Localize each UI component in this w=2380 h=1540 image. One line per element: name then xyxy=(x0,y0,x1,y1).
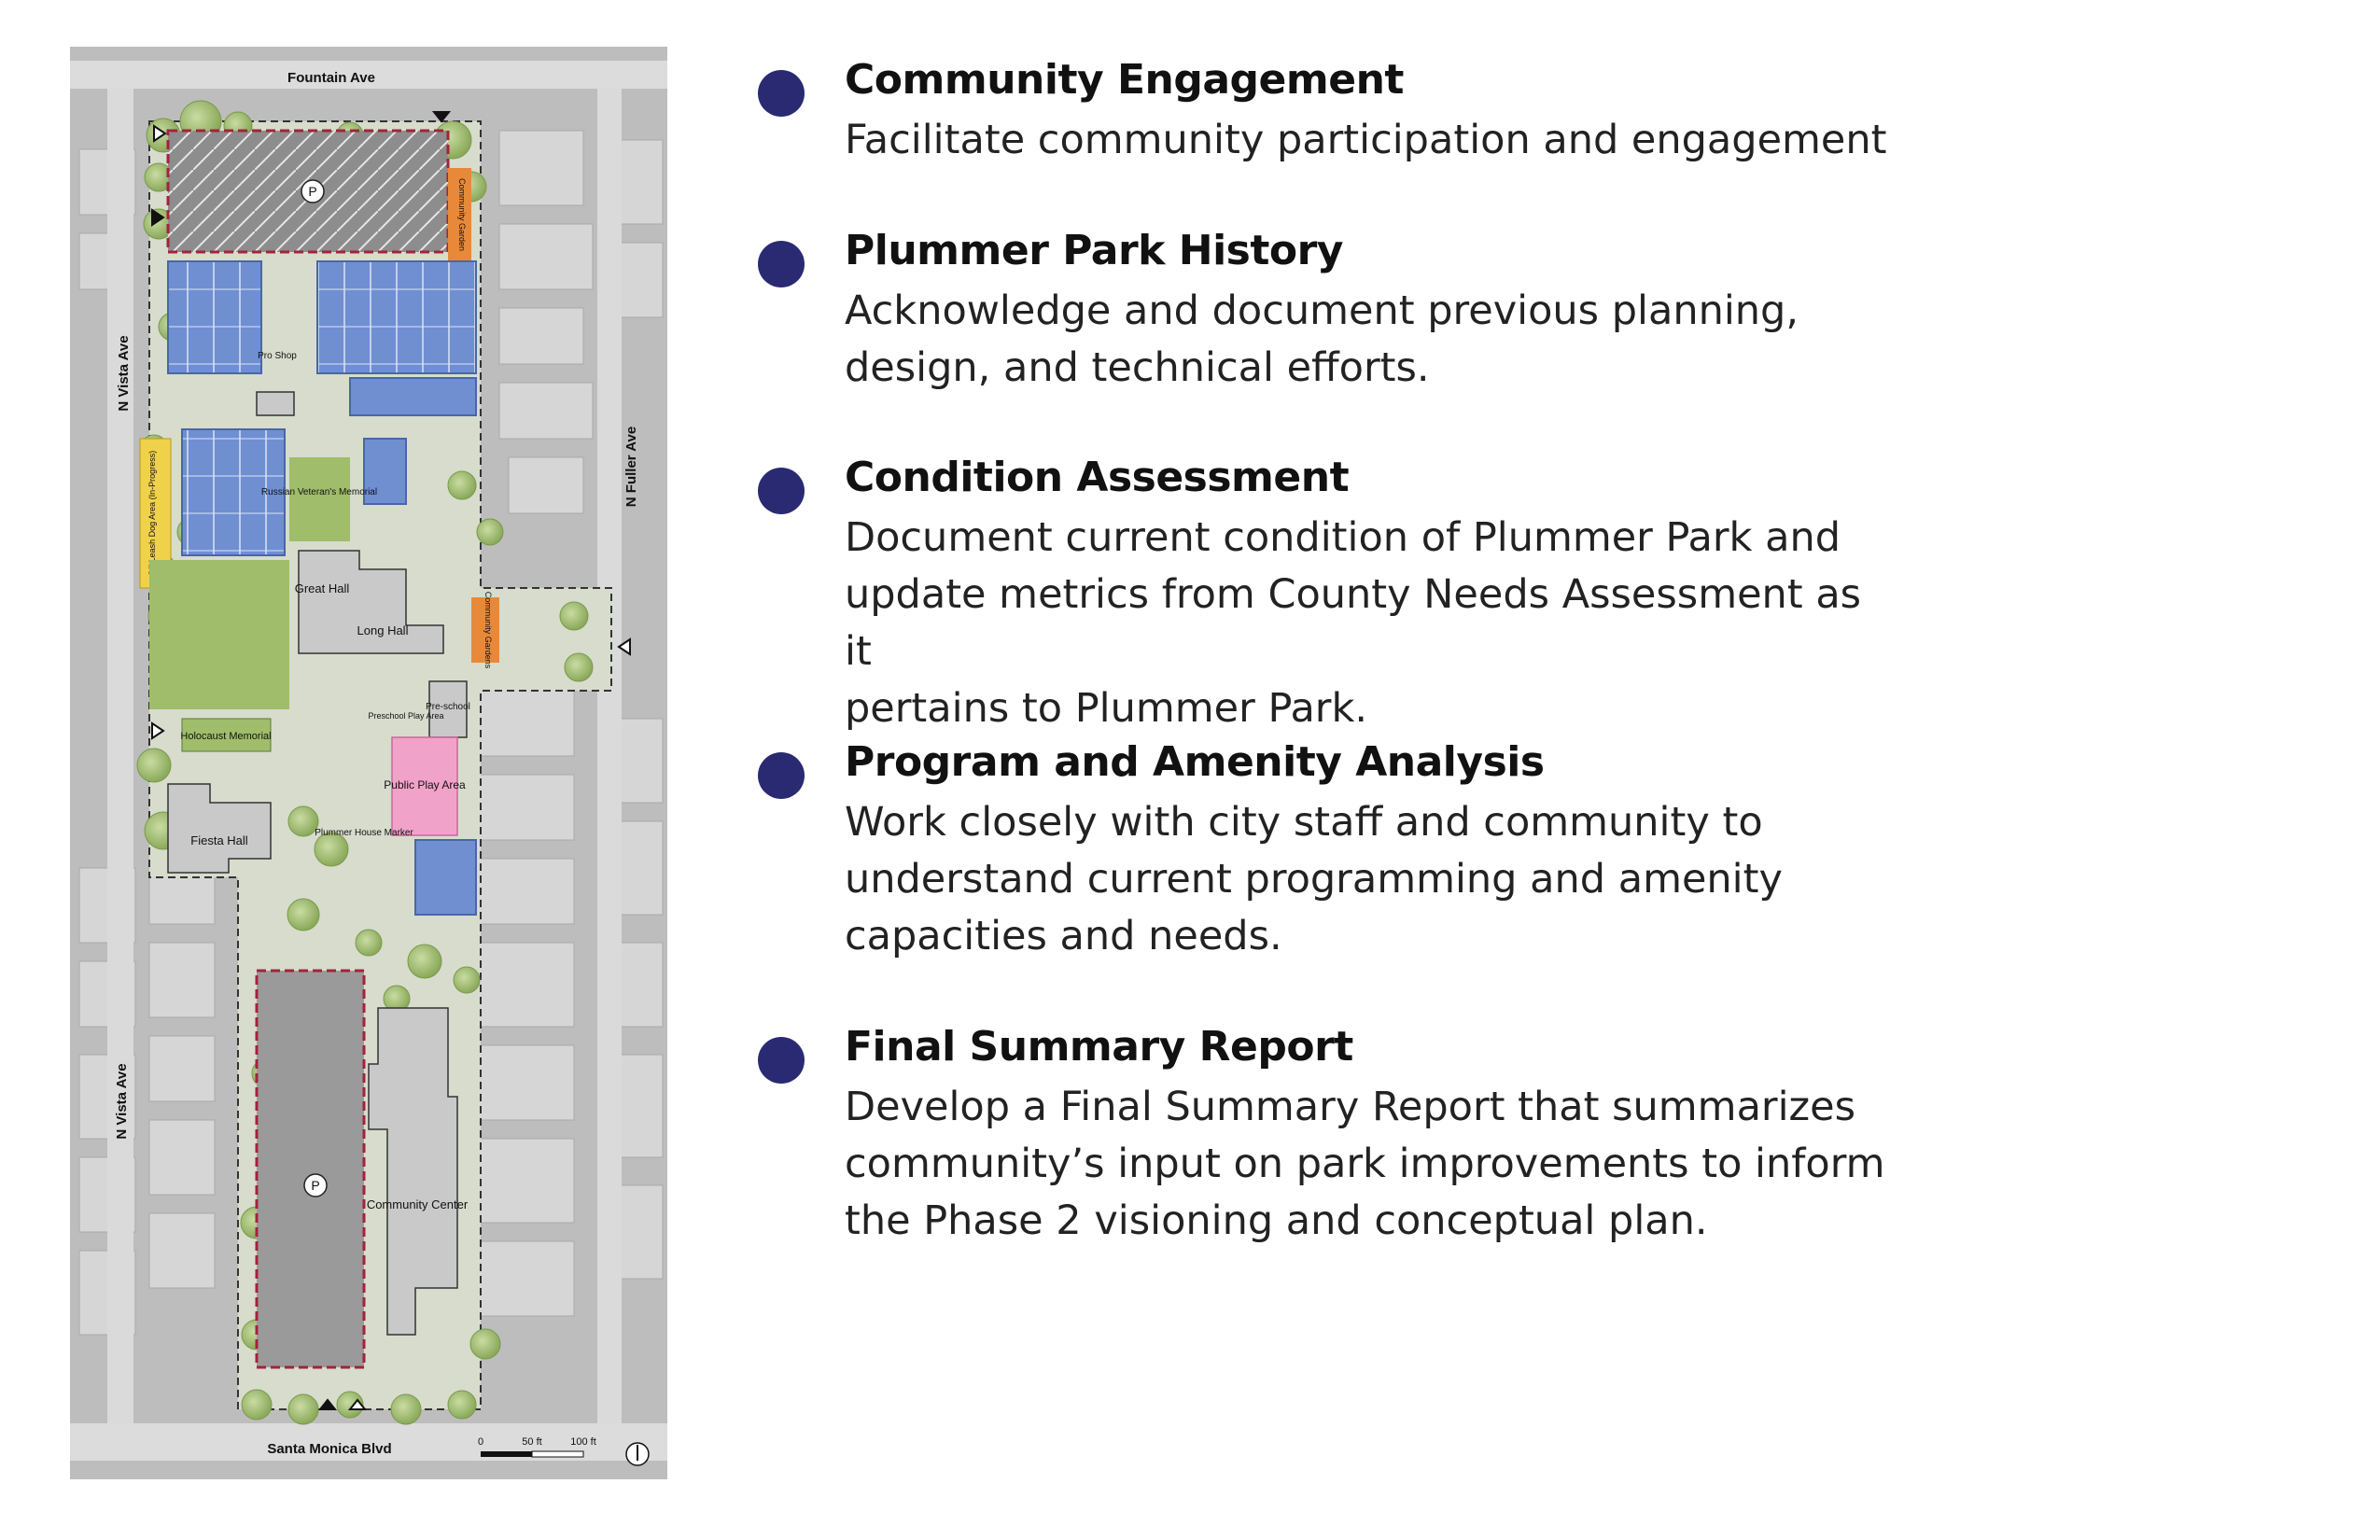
tennis-courts-nw xyxy=(167,260,262,374)
step-description-line: Work closely with city staff and communi… xyxy=(845,799,1763,846)
public-play-label: Public Play Area xyxy=(384,778,466,791)
step-description: Work closely with city staff and communi… xyxy=(845,794,1890,965)
preschool-building xyxy=(428,680,468,738)
bullet-dot xyxy=(758,752,805,799)
great-hall-label: Great Hall xyxy=(295,581,350,595)
parking-icon-south: P xyxy=(303,1173,328,1197)
step-title: Program and Amenity Analysis xyxy=(845,738,1545,786)
park-site-map: P Community Garden Pro Shop Off-Leash Do… xyxy=(70,47,667,1479)
step-description: Develop a Final Summary Report that summ… xyxy=(845,1079,1890,1250)
step-description: Document current condition of Plummer Pa… xyxy=(845,510,1890,737)
step-description: Acknowledge and document previous planni… xyxy=(845,283,1890,397)
great-lawn xyxy=(149,560,289,709)
pro-shop-building xyxy=(256,391,295,416)
fountain-ave-street xyxy=(70,61,667,89)
step-description-line: design, and technical efforts. xyxy=(845,344,1430,391)
fiesta-hall-building xyxy=(167,783,272,874)
small-court xyxy=(363,438,407,505)
pro-shop-label: Pro Shop xyxy=(258,351,297,361)
street-label-fountain: Fountain Ave xyxy=(287,70,375,86)
step-description-line: Develop a Final Summary Report that summ… xyxy=(845,1084,1855,1130)
step-description-line: Acknowledge and document previous planni… xyxy=(845,287,1799,334)
dog-area-label: Off-Leash Dog Area (In-Progress) xyxy=(147,451,157,576)
step-description-line: understand current programming and ameni… xyxy=(845,856,1783,903)
step-description-line: Facilitate community participation and e… xyxy=(845,117,1887,163)
fiesta-hall-label: Fiesta Hall xyxy=(190,833,248,847)
step-description-line: Document current condition of Plummer Pa… xyxy=(845,514,1841,561)
community-center-label: Community Center xyxy=(367,1197,469,1211)
parking-icon: P xyxy=(301,179,325,203)
scale-bar: 0 50 ft 100 ft xyxy=(478,1436,596,1458)
basketball-court-south xyxy=(414,839,477,916)
step-title: Final Summary Report xyxy=(845,1023,1353,1071)
long-hall-label: Long Hall xyxy=(357,623,409,637)
step-title: Condition Assessment xyxy=(845,454,1350,501)
svg-text:0: 0 xyxy=(478,1436,483,1448)
north-arrow-icon xyxy=(625,1442,650,1466)
svg-text:50 ft: 50 ft xyxy=(522,1436,541,1448)
step-title: Plummer Park History xyxy=(845,227,1343,274)
russian-memorial-label: Russian Veteran's Memorial xyxy=(261,487,377,497)
svg-text:100 ft: 100 ft xyxy=(570,1436,596,1448)
community-gardens-east-label: Community Gardens xyxy=(483,592,493,669)
street-label-vista-lower: N Vista Ave xyxy=(114,1063,130,1139)
community-garden-north-label: Community Garden xyxy=(457,178,467,251)
svg-text:P: P xyxy=(311,1178,319,1193)
bullet-dot xyxy=(758,241,805,287)
tennis-courts-ne xyxy=(316,260,477,374)
tennis-courts-west xyxy=(181,428,286,556)
street-label-santa-monica: Santa Monica Blvd xyxy=(267,1441,391,1457)
entrance-triangle-icon xyxy=(151,111,631,1410)
street-label-vista-upper: N Vista Ave xyxy=(116,335,132,411)
step-description: Facilitate community participation and e… xyxy=(845,112,1890,169)
preschool-label: Pre-school xyxy=(426,702,470,712)
n-vista-ave-street xyxy=(107,89,133,1423)
svg-text:P: P xyxy=(308,184,316,199)
street-label-fuller: N Fuller Ave xyxy=(623,427,639,507)
parking-lot-south xyxy=(255,969,366,1369)
n-fuller-ave-street xyxy=(597,89,622,1423)
russian-memorial-area xyxy=(289,457,350,541)
bullet-dot xyxy=(758,468,805,514)
great-hall-building xyxy=(298,550,444,654)
preschool-play-label: Preschool Play Area xyxy=(368,711,443,721)
holocaust-memorial xyxy=(181,718,272,752)
public-play-area xyxy=(391,736,458,836)
step-description-line: capacities and needs. xyxy=(845,913,1282,959)
step-description-line: update metrics from County Needs Assessm… xyxy=(845,571,1862,675)
bullet-dot xyxy=(758,1037,805,1084)
step-description-line: community’s input on park improvements t… xyxy=(845,1141,1885,1187)
basketball-court-ne xyxy=(349,377,477,416)
community-garden-north xyxy=(448,168,471,261)
step-title: Community Engagement xyxy=(845,56,1404,104)
step-description-line: the Phase 2 visioning and conceptual pla… xyxy=(845,1197,1708,1244)
community-gardens-east xyxy=(471,597,499,663)
plummer-marker-label: Plummer House Marker xyxy=(315,828,413,838)
holocaust-label: Holocaust Memorial xyxy=(180,731,271,742)
community-center-building xyxy=(368,1007,458,1336)
step-description-line: pertains to Plummer Park. xyxy=(845,685,1368,732)
bullet-dot xyxy=(758,70,805,117)
